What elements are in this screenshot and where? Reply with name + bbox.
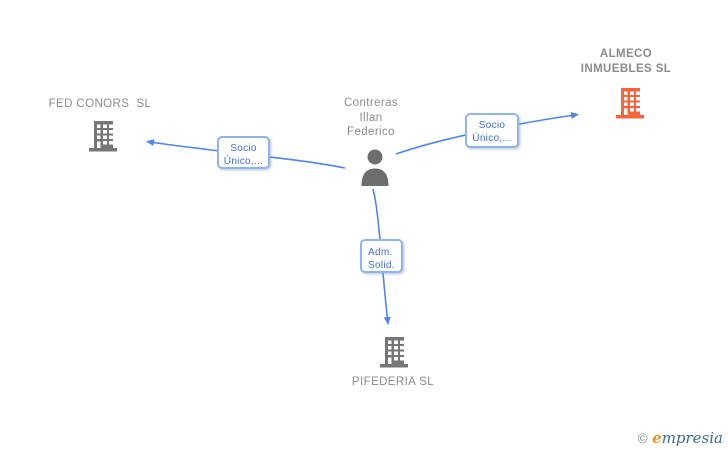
company-node-pifederia[interactable] [377, 335, 411, 369]
brand-initial: e [652, 429, 662, 447]
person-icon [361, 149, 389, 186]
person-node[interactable] [359, 148, 391, 186]
edge-label-adm-pifederia: Adm. Solid. [360, 239, 403, 273]
company-label-fedconors[interactable]: FED CONORS SL [48, 98, 152, 110]
company-node-fedconors[interactable] [86, 119, 120, 153]
brand-rest: mpresia [661, 429, 723, 447]
building-icon [616, 88, 644, 119]
edge-label-socio-fedconors: Socio Único,... [217, 136, 270, 169]
company-node-almeco[interactable] [613, 86, 647, 120]
empresia-logo: ©empresia [636, 429, 723, 447]
company-label-almeco[interactable]: ALMECO INMUEBLES SL [580, 48, 672, 75]
company-label-pifederia[interactable]: PIFEDERIA SL [351, 376, 435, 388]
copyright-icon: © [636, 432, 650, 447]
person-name-label[interactable]: Contreras Illan Federico [343, 97, 402, 138]
building-icon [89, 121, 117, 152]
edge-label-socio-almeco: Socio Único,... [465, 113, 519, 148]
building-icon [380, 337, 408, 368]
